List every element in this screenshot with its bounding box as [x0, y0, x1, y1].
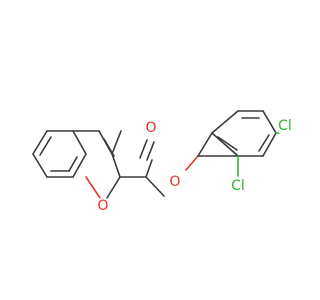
chlorine-label: Cl	[278, 118, 292, 134]
oxygen-label: O	[169, 174, 180, 190]
dichlorophenyl-ring	[197, 110, 285, 177]
oxygen-ester-atom: O	[167, 174, 183, 190]
bond	[111, 130, 122, 155]
bond	[185, 155, 199, 171]
bond	[72, 153, 87, 178]
bond	[85, 176, 101, 199]
oxygen-label: O	[97, 198, 108, 214]
oxygen-label: O	[145, 120, 156, 136]
bond	[32, 153, 48, 178]
bond	[211, 110, 239, 134]
bond-double-inner	[68, 156, 78, 172]
bond-double-inner	[217, 136, 238, 151]
chlorine-top-atom: Cl	[276, 117, 294, 135]
bond	[145, 159, 153, 178]
bond	[111, 153, 121, 178]
chlorine-label: Cl	[231, 178, 245, 194]
bond	[72, 130, 87, 155]
ester-group	[119, 139, 199, 197]
benzene-ring-left	[32, 130, 87, 178]
bond	[106, 176, 121, 199]
bond	[211, 132, 239, 157]
bond	[145, 176, 165, 197]
pyran-ring	[72, 130, 122, 199]
oxygen-ring-atom: O	[95, 198, 111, 214]
bond	[262, 132, 277, 157]
bond	[32, 130, 48, 155]
bond-double	[139, 139, 148, 159]
bond	[197, 132, 213, 157]
bond	[262, 110, 277, 134]
atom-labels: O O O Cl Cl	[95, 117, 294, 214]
bond-double	[146, 141, 155, 161]
molecule-structure: O O O Cl Cl	[32, 110, 294, 214]
bond-double-inner	[39, 136, 52, 156]
bond-double-inner	[258, 134, 270, 152]
oxygen-carbonyl-atom: O	[143, 120, 159, 136]
chlorine-bottom-atom: Cl	[229, 177, 247, 195]
